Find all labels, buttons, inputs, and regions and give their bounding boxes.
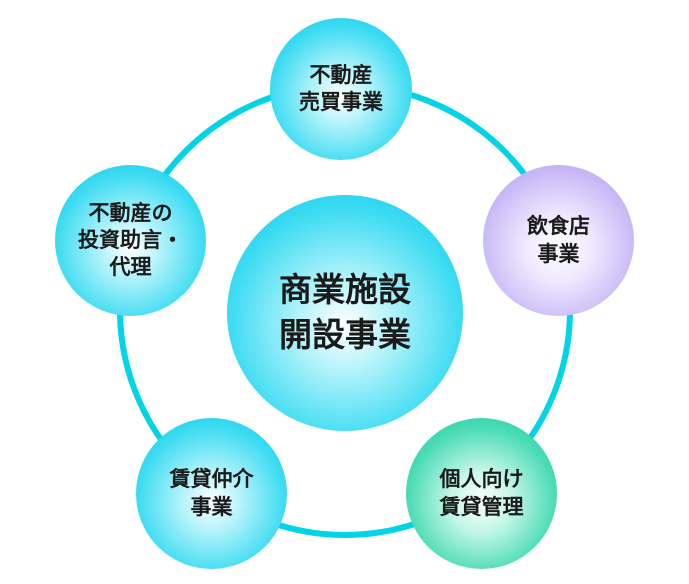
node-line: 賃貸管理 [439,494,524,519]
node-line: 投資助言・ [78,227,183,252]
node-line: 売買事業 [299,90,383,114]
center-line-2: 開設事業 [279,315,411,354]
node-restaurant-business: 飲食店 事業 [483,165,634,316]
node-line: 代理 [109,255,152,280]
node-line: 事業 [537,241,580,266]
node-real-estate-investment-advisory: 不動産の 投資助言・ 代理 [55,165,206,316]
node-real-estate-trading: 不動産 売買事業 [270,18,412,160]
node-line: 不動産 [309,62,373,87]
center-line-1: 商業施設 [279,270,411,310]
node-line: 賃貸仲介 [169,467,254,492]
node-line: 個人向け [439,467,524,492]
node-line: 飲食店 [527,214,590,239]
center-node-commercial-facility: 商業施設 開設事業 [227,195,463,431]
node-line: 不動産の [88,200,173,225]
node-line: 事業 [190,494,233,519]
node-rental-brokerage: 賃貸仲介 事業 [136,418,287,569]
node-personal-rental-management: 個人向け 賃貸管理 [406,418,557,569]
